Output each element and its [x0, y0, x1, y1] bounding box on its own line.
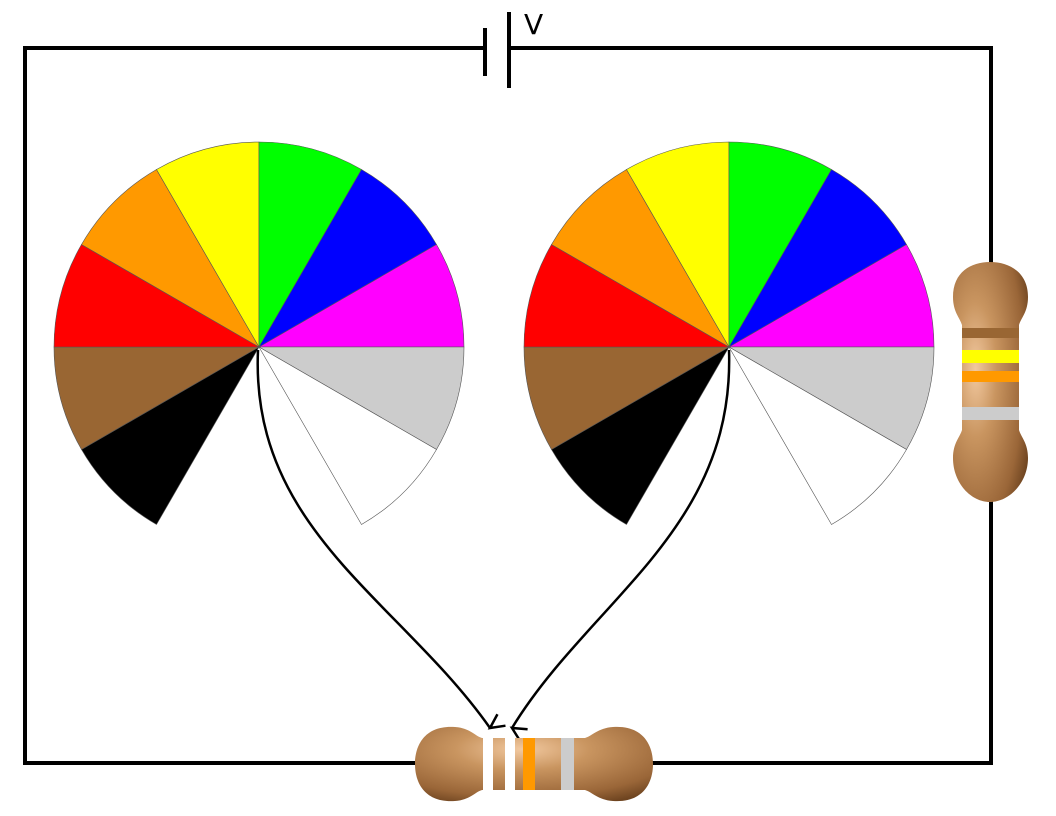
right-color-wheel-segment-gray [727, 346, 935, 450]
left-color-wheel-segment-black [81, 346, 260, 525]
right-pointer-arrow [509, 349, 731, 742]
left-color-wheel-segment-gray [257, 346, 465, 450]
reference-resistor [953, 262, 1028, 502]
reference-band-3 [953, 371, 1028, 382]
left-color-wheel-segment-yellow [156, 141, 260, 349]
left-color-wheel-segment-violet [257, 244, 465, 348]
battery-symbol: V [483, 8, 543, 88]
target-band-2 [505, 726, 515, 802]
target-resistor [415, 726, 653, 802]
left-color-wheel-segment-blue [258, 169, 437, 348]
right-color-wheel-segment-red [523, 244, 731, 348]
right-color-wheel-segment-orange [551, 169, 730, 348]
target-band-1 [483, 726, 493, 802]
left-color-wheel-segment-orange [81, 169, 260, 348]
left-color-wheel-segment-brown [53, 346, 261, 450]
left-pointer-arrow [256, 349, 506, 730]
target-band-3 [523, 726, 535, 802]
left-color-wheel-segment-red [53, 244, 261, 348]
reference-band-2 [953, 350, 1028, 363]
right-color-wheel [523, 141, 935, 525]
circuit-wire [23, 46, 993, 765]
reference-band-1 [953, 328, 1028, 338]
right-color-wheel-segment-green [728, 141, 832, 349]
left-color-wheel-segment-white [258, 346, 437, 525]
right-color-wheel-segment-white [728, 346, 907, 525]
left-color-wheel-segment-green [258, 141, 362, 349]
target-band-4 [561, 726, 574, 802]
reference-band-4 [953, 407, 1028, 420]
right-color-wheel-segment-yellow [626, 141, 730, 349]
right-color-wheel-segment-blue [728, 169, 907, 348]
battery-label: V [524, 8, 543, 41]
right-color-wheel-segment-violet [727, 244, 935, 348]
right-color-wheel-segment-black [551, 346, 730, 525]
left-color-wheel [53, 141, 465, 525]
right-color-wheel-segment-brown [523, 346, 731, 450]
